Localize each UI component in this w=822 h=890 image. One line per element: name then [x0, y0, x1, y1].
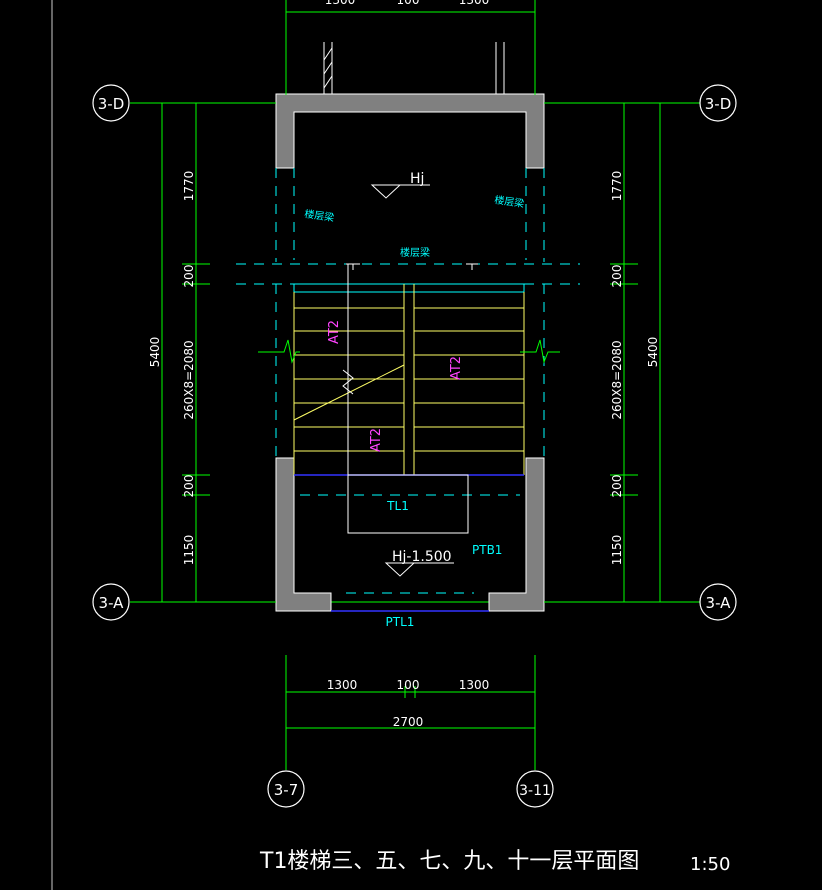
axis-label-3a-left: 3-A: [99, 594, 125, 612]
dim-5400-left: 5400: [148, 337, 162, 368]
dim-1770-left: 1770: [182, 171, 196, 202]
axis-label-3d-left: 3-D: [98, 95, 125, 113]
stair-flights: [293, 263, 525, 534]
side-break-lines: [258, 339, 560, 364]
flight-label-3: AT2: [369, 428, 384, 452]
axis-label-3a-right: 3-A: [706, 594, 732, 612]
dim-1300-left: 1300: [327, 678, 358, 692]
dim-5400-right: 5400: [646, 337, 660, 368]
landing-beam-outline: [347, 474, 469, 534]
dim-200-right-bottom: 200: [610, 475, 624, 498]
platform-beam-label: PTL1: [386, 615, 415, 629]
dim-1150-left: 1150: [182, 535, 196, 566]
dim-top-1300-right: 1300: [459, 0, 490, 7]
vertical-dim-texts-left: 1770 200 260X8=2080 200 1150 5400: [148, 171, 196, 566]
axis-label-3-11: 3-11: [519, 783, 551, 799]
dim-100: 100: [397, 678, 420, 692]
dim-1150-right: 1150: [610, 535, 624, 566]
elevation-label-bottom: Hj-1.500: [392, 549, 452, 565]
landing-slab-label: PTB1: [472, 543, 502, 557]
dim-top-100: 100: [397, 0, 420, 7]
dashed-lines: [236, 168, 580, 594]
axis-bubble-3-11: 3-11: [516, 770, 554, 808]
dim-1300-right: 1300: [459, 678, 490, 692]
stair-treads: [293, 284, 525, 475]
drawing-title: T1楼梯三、五、七、九、十一层平面图: [259, 849, 639, 874]
dimension-lines: [156, 11, 666, 729]
dim-200-left-bottom: 200: [182, 475, 196, 498]
break-mark: [342, 369, 354, 395]
floor-beam-label-left: 楼层梁: [304, 207, 336, 224]
axis-bubble-3-7: 3-7: [267, 770, 305, 808]
elevation-symbols: [370, 184, 454, 577]
axis-bubble-3d-right: 3-D: [699, 84, 737, 122]
elevation-label-top: Hj: [410, 171, 424, 187]
vertical-dim-texts-right: 1770 200 260X8=2080 200 1150 5400: [610, 171, 660, 566]
axis-label-3d-right: 3-D: [705, 95, 732, 113]
dim-200-right-top: 200: [610, 265, 624, 288]
axis-bubble-3a-left: 3-A: [92, 583, 130, 621]
dim-2700: 2700: [393, 715, 424, 729]
landing-beam-top: [293, 283, 525, 293]
axis-label-3-7: 3-7: [274, 781, 299, 799]
top-opening-marks: [323, 42, 505, 94]
drawing-scale: 1:50: [690, 854, 730, 875]
grid-bubbles: 3-D 3-D 3-A 3-A 3-7 3-11: [92, 84, 737, 808]
dim-200-left-top: 200: [182, 265, 196, 288]
flight-label-1: AT2: [327, 320, 342, 344]
dim-top-1300-left: 1300: [325, 0, 356, 7]
dim-steps-left: 260X8=2080: [182, 340, 196, 419]
dim-1770-right: 1770: [610, 171, 624, 202]
horizontal-dim-texts: 1300 100 1300 2700: [327, 678, 490, 729]
flight-label-2: AT2: [449, 356, 464, 380]
floor-beam-label-center: 楼层梁: [400, 246, 430, 259]
axis-bubble-3d-left: 3-D: [92, 84, 130, 122]
axis-bubble-3a-right: 3-A: [699, 583, 737, 621]
landing-beam-label: TL1: [386, 499, 409, 513]
dim-steps-right: 260X8=2080: [610, 340, 624, 419]
floor-beam-label-right: 楼层梁: [494, 193, 526, 210]
wall-top: [275, 93, 545, 169]
walls: [275, 93, 545, 612]
